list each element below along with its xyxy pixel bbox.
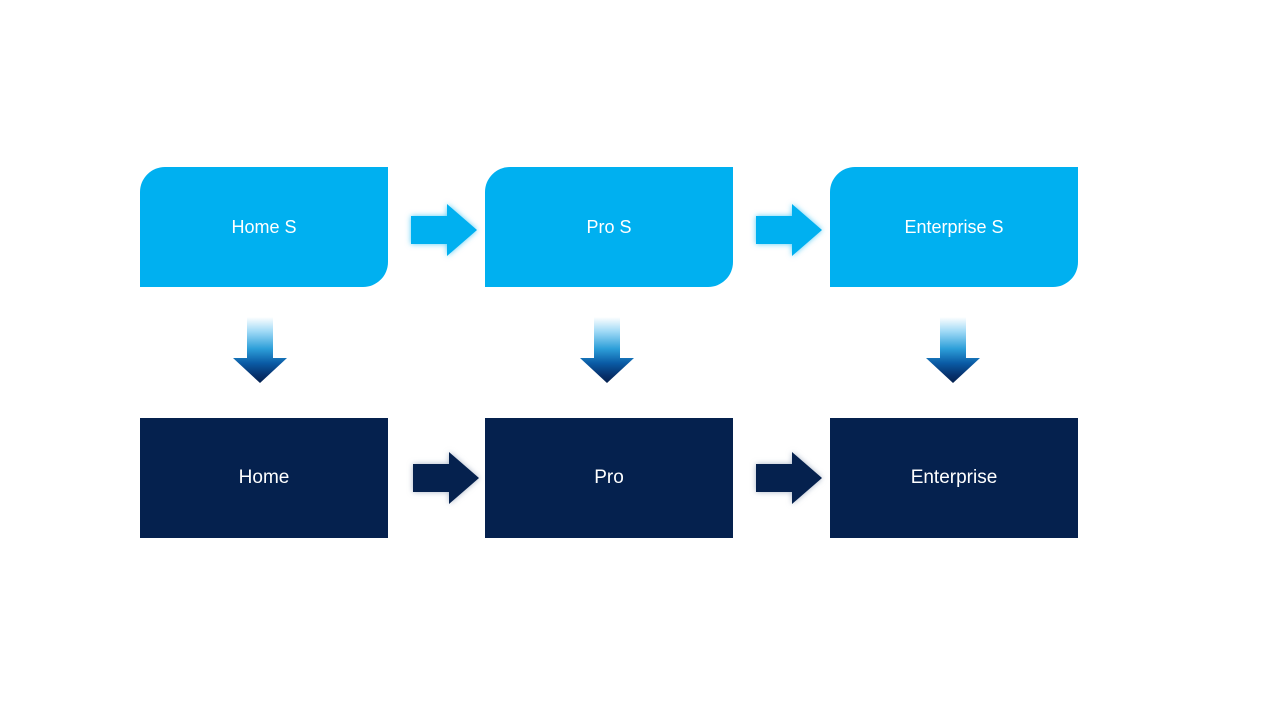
node-label: Pro S	[586, 216, 632, 237]
node-enterprise-s: Enterprise S	[830, 167, 1078, 287]
down-arrow-icon	[926, 317, 980, 383]
node-enterprise: Enterprise	[830, 418, 1078, 538]
right-arrow-icon	[756, 204, 822, 256]
node-label: Enterprise	[910, 467, 998, 488]
node-home: Home	[140, 418, 388, 538]
down-arrow-icon	[233, 317, 287, 383]
node-pro-s: Pro S	[485, 167, 733, 287]
node-label: Enterprise S	[904, 216, 1004, 237]
node-pro: Pro	[485, 418, 733, 538]
right-arrow-icon	[756, 452, 822, 504]
right-arrow-icon	[411, 204, 477, 256]
node-label: Home S	[231, 216, 297, 237]
node-home-s: Home S	[140, 167, 388, 287]
node-label: Home	[238, 467, 290, 488]
right-arrow-icon	[413, 452, 479, 504]
node-label: Pro	[594, 467, 624, 488]
down-arrow-icon	[580, 317, 634, 383]
